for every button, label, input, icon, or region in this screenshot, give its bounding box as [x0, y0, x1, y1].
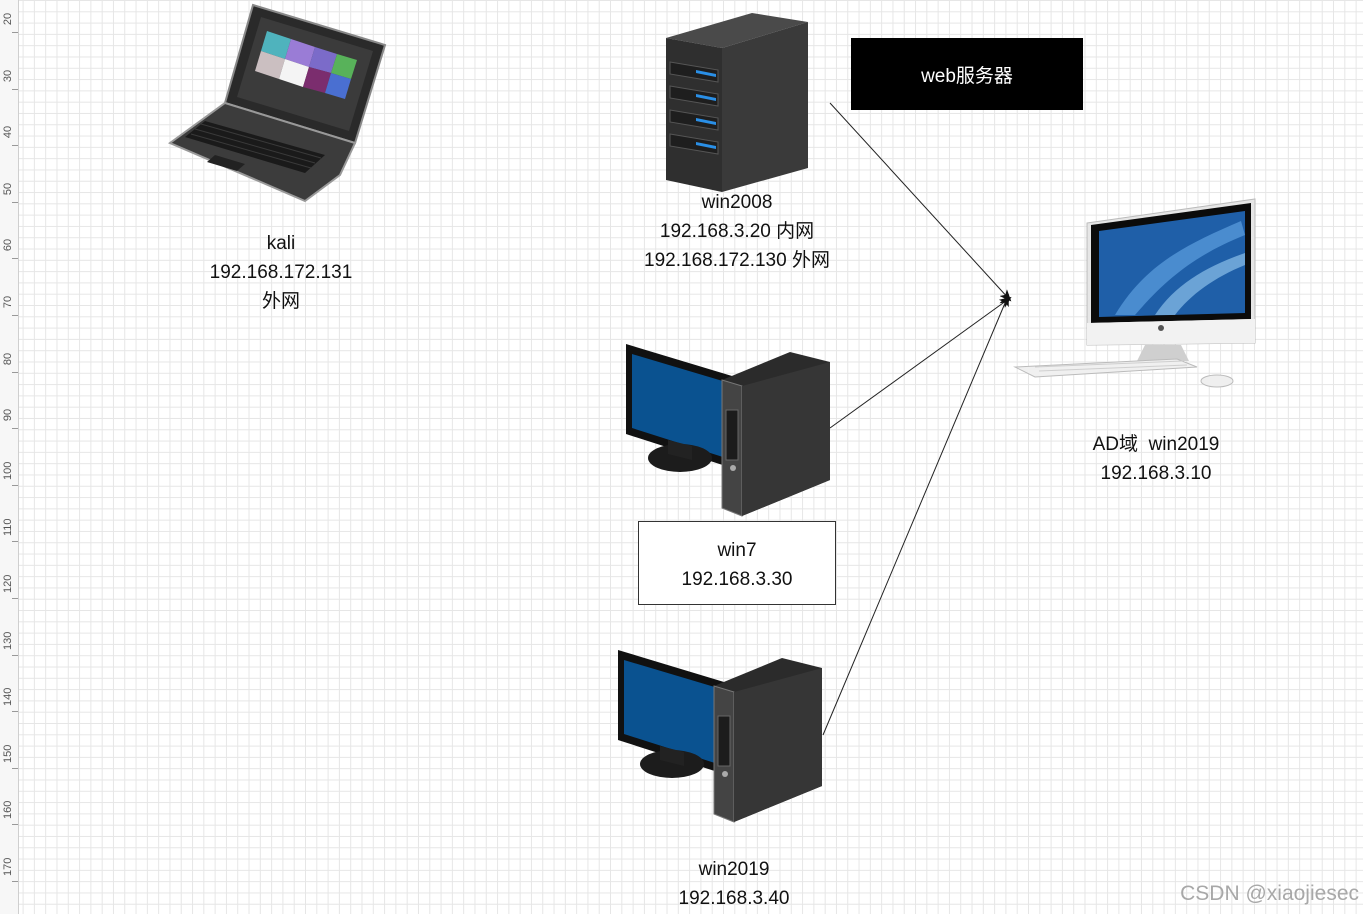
ruler-tick-line [12, 315, 18, 316]
ruler-tick-line [12, 201, 18, 203]
win7-label-box[interactable] [638, 521, 836, 605]
server-icon[interactable] [660, 10, 815, 195]
win2019-name: win2019 [698, 859, 770, 880]
ruler-tick-line [12, 711, 18, 713]
ruler-tick-line [12, 541, 18, 543]
laptop-icon[interactable] [165, 3, 390, 203]
kali-label: kali 192.168.172.131 外网 [181, 229, 381, 316]
win2008-label: win2008 192.168.3.20 内网 192.168.172.130 … [617, 188, 857, 275]
ruler-tick-line [12, 881, 18, 882]
arrow-win2019-to-ad [822, 294, 1009, 736]
kali-ip: 192.168.172.131 [209, 262, 353, 283]
imac-icon[interactable] [1005, 195, 1265, 395]
ruler-tick-line [12, 32, 18, 33]
arrow-win2008-to-ad [829, 102, 1012, 302]
win2019-ip: 192.168.3.40 [678, 888, 790, 909]
ruler-tick-line [12, 767, 18, 769]
win2008-external-ip: 192.168.172.130 外网 [644, 250, 830, 271]
ad-ip: 192.168.3.10 [1100, 463, 1212, 484]
win2019-label: win2019 192.168.3.40 [634, 855, 834, 913]
ruler-tick-line [12, 371, 18, 373]
ruler-tick-line [12, 258, 18, 260]
ruler-tick-line [12, 88, 18, 90]
web-server-label[interactable]: web服务器 [851, 38, 1083, 110]
watermark: CSDN @xiaojiesec [1180, 882, 1359, 905]
ruler-tick-line [12, 824, 18, 826]
win2008-name: win2008 [701, 192, 773, 213]
ad-name: AD域 win2019 [1092, 434, 1220, 455]
desktop-pc-icon[interactable] [620, 340, 835, 520]
ruler-tick-line [12, 484, 18, 486]
ruler-tick-line [12, 145, 18, 147]
kali-name: kali [266, 233, 296, 254]
win7-name: win7 [717, 540, 757, 561]
ruler-tick-line [12, 654, 18, 656]
win7-ip: 192.168.3.30 [681, 569, 793, 590]
win2008-internal-ip: 192.168.3.20 内网 [659, 221, 815, 242]
ruler-tick-line [12, 598, 18, 599]
ruler-tick-line [12, 428, 18, 430]
kali-network: 外网 [261, 291, 300, 312]
ad-label: AD域 win2019 192.168.3.10 [1056, 430, 1256, 488]
arrow-win7-to-ad [829, 296, 1012, 429]
win7-label: win7 192.168.3.30 [638, 536, 836, 594]
desktop-pc-icon[interactable] [612, 646, 827, 826]
